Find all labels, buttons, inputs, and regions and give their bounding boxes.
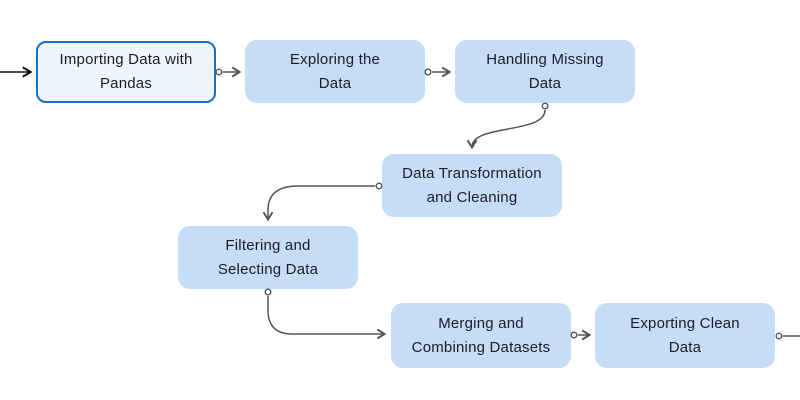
edge-source-dot <box>424 68 432 76</box>
node-label: Filtering and Selecting Data <box>217 236 319 278</box>
node-label: Merging and Combining Datasets <box>411 314 551 356</box>
edge-importing-to-exploring <box>215 66 242 78</box>
node-merging-and-combining-datasets[interactable]: Merging and Combining Datasets <box>391 303 571 368</box>
edge-source-dot <box>541 102 549 110</box>
node-exporting-clean-data[interactable]: Exporting Clean Data <box>595 303 775 368</box>
node-label: Importing Data with Pandas <box>59 51 193 92</box>
node-exploring-the-data[interactable]: Exploring the Data <box>245 40 425 103</box>
node-data-transformation-and-cleaning[interactable]: Data Transformation and Cleaning <box>382 154 562 217</box>
edge-missing-to-transform <box>466 102 549 150</box>
node-importing-data-with-pandas[interactable]: Importing Data with Pandas <box>36 41 216 103</box>
node-handling-missing-data[interactable]: Handling Missing Data <box>455 40 635 103</box>
edge-transform-to-filtering <box>262 182 383 222</box>
edge-exporting-to-exit <box>775 332 800 340</box>
edge-merging-to-exporting <box>570 329 592 341</box>
node-label: Data Transformation and Cleaning <box>402 164 542 206</box>
edge-source-dot <box>570 331 578 339</box>
edge-source-dot <box>375 182 383 190</box>
node-label: Exporting Clean Data <box>630 314 740 356</box>
edge-filtering-to-merging <box>264 288 387 340</box>
node-label: Exploring the Data <box>289 50 381 92</box>
edge-source-dot <box>215 68 223 76</box>
node-filtering-and-selecting-data[interactable]: Filtering and Selecting Data <box>178 226 358 289</box>
node-label: Handling Missing Data <box>486 50 604 92</box>
edge-source-dot <box>775 332 783 340</box>
edge-source-dot <box>264 288 272 296</box>
edge-exploring-to-missing <box>424 66 452 78</box>
